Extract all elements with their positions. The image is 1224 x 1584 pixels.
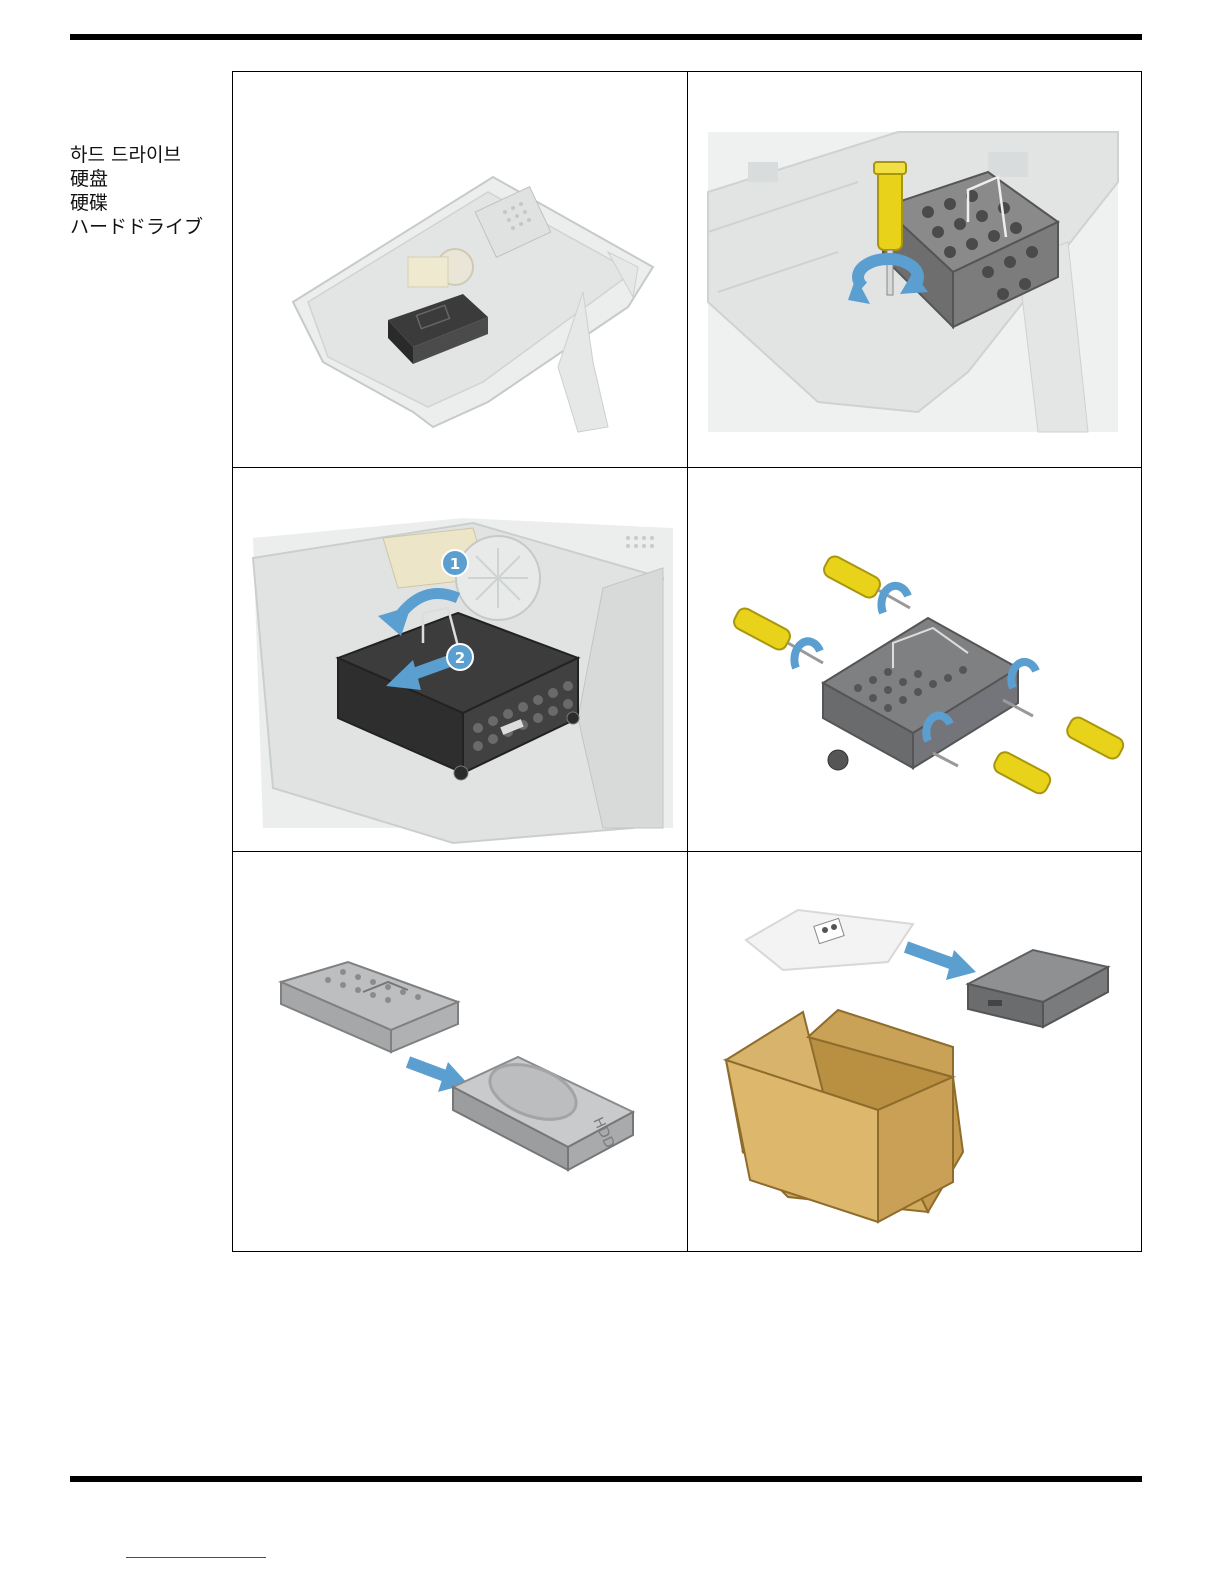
figure-unpack-replacement-drive bbox=[688, 852, 1143, 1251]
screwdriver-top bbox=[821, 554, 910, 608]
callout-2: 2 bbox=[447, 644, 473, 670]
figure-remove-drive-screw bbox=[688, 72, 1143, 467]
bottom-rule bbox=[70, 1476, 1142, 1482]
figure-grid: 1 2 bbox=[232, 71, 1142, 1252]
drive-bracket bbox=[823, 618, 1018, 770]
section-labels: 하드 드라이브 硬盘 硬碟 ハードドライブ bbox=[70, 143, 203, 239]
figure-remove-bracket-screws bbox=[688, 468, 1143, 851]
callout-1: 1 bbox=[442, 550, 468, 576]
screwdriver-right bbox=[1003, 700, 1126, 761]
label-japanese: ハードドライブ bbox=[70, 215, 203, 239]
empty-bracket bbox=[281, 962, 458, 1052]
label-simplified-chinese: 硬盘 bbox=[70, 167, 203, 191]
svg-text:1: 1 bbox=[450, 555, 460, 573]
screwdriver-bottom bbox=[933, 749, 1053, 796]
anti-static-bag bbox=[746, 910, 913, 970]
replacement-hard-drive bbox=[968, 950, 1108, 1027]
figure-computer-rear-overview bbox=[233, 72, 687, 467]
label-traditional-chinese: 硬碟 bbox=[70, 191, 203, 215]
arrow-to-drive-icon bbox=[906, 947, 976, 980]
figure-slide-drive-out: 1 2 bbox=[233, 468, 687, 851]
svg-text:2: 2 bbox=[455, 649, 465, 667]
label-korean: 하드 드라이브 bbox=[70, 143, 203, 167]
screwdriver-left bbox=[731, 606, 823, 663]
footer-link-underline[interactable] bbox=[126, 1557, 266, 1558]
top-rule bbox=[70, 34, 1142, 40]
figure-separate-drive-from-bracket: HDD bbox=[233, 852, 687, 1251]
cardboard-box bbox=[726, 1010, 963, 1222]
bare-hard-drive: HDD bbox=[453, 1054, 633, 1170]
